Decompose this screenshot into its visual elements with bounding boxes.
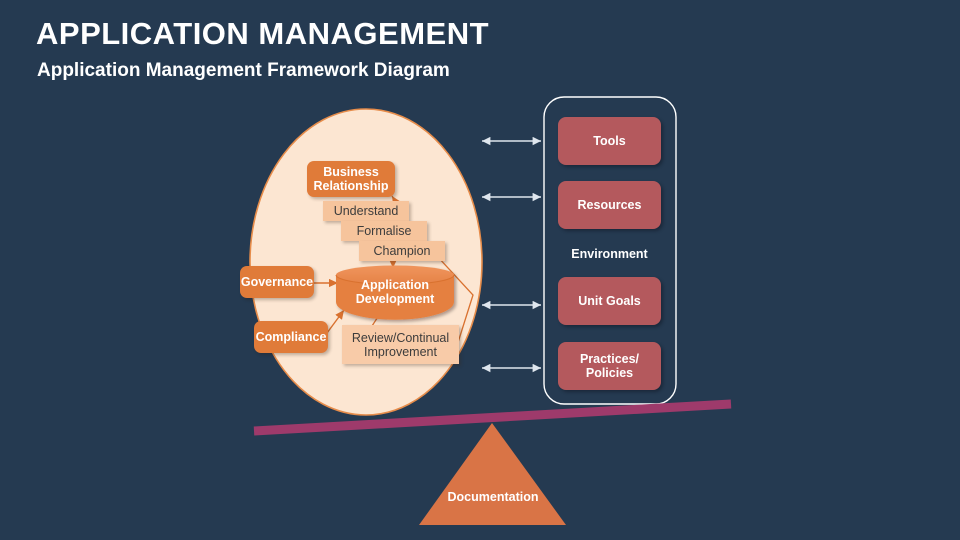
node-formalise[interactable]: Formalise bbox=[341, 221, 427, 241]
node-governance-label: Governance bbox=[240, 275, 314, 289]
documentation-triangle bbox=[419, 423, 566, 525]
node-compliance[interactable]: Compliance bbox=[254, 321, 328, 353]
node-champion-label: Champion bbox=[373, 244, 431, 258]
environment-label: Environment bbox=[571, 247, 648, 261]
node-business-relationship-label: Business Relationship bbox=[313, 165, 389, 193]
documentation-label: Documentation bbox=[447, 490, 539, 504]
framework-ellipse bbox=[249, 108, 483, 416]
env-box-unit-goals[interactable]: Unit Goals bbox=[558, 277, 661, 325]
node-champion[interactable]: Champion bbox=[359, 241, 445, 261]
node-understand-label: Understand bbox=[333, 204, 399, 218]
node-understand[interactable]: Understand bbox=[323, 201, 409, 221]
env-box-tools[interactable]: Tools bbox=[558, 117, 661, 165]
node-business-relationship[interactable]: Business Relationship bbox=[307, 161, 395, 197]
page-title: APPLICATION MANAGEMENT bbox=[36, 16, 490, 51]
node-compliance-label: Compliance bbox=[255, 330, 327, 344]
env-box-practices-policies[interactable]: Practices/ Policies bbox=[558, 342, 661, 390]
environment-panel-outline bbox=[543, 96, 677, 405]
env-box-tools-label: Tools bbox=[593, 134, 626, 148]
node-formalise-label: Formalise bbox=[356, 224, 412, 238]
application-development-cylinder bbox=[335, 265, 455, 320]
node-review-continual-improvement[interactable]: Review/Continual Improvement bbox=[342, 325, 459, 364]
page-subtitle: Application Management Framework Diagram bbox=[37, 60, 450, 81]
lever-bar bbox=[253, 399, 732, 436]
node-review-continual-improvement-label: Review/Continual Improvement bbox=[351, 330, 450, 359]
node-governance[interactable]: Governance bbox=[240, 266, 314, 298]
env-box-resources-label: Resources bbox=[577, 198, 642, 212]
env-box-resources[interactable]: Resources bbox=[558, 181, 661, 229]
env-box-unit-goals-label: Unit Goals bbox=[578, 294, 641, 308]
env-box-practices-policies-label: Practices/ Policies bbox=[579, 352, 640, 380]
compliance-arrow bbox=[326, 309, 345, 334]
